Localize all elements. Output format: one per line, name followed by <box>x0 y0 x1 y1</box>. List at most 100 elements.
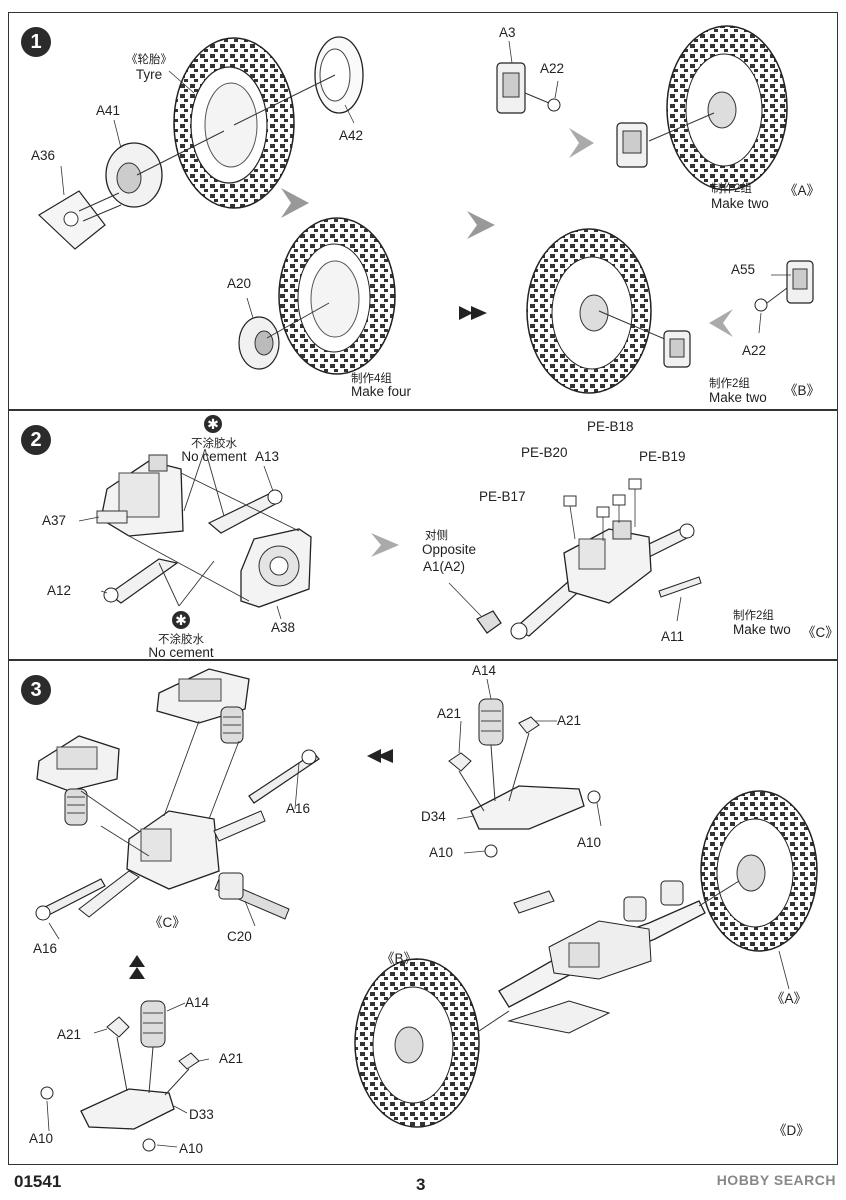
part-label-a21-bottom-right: A21 <box>219 1051 244 1066</box>
make-two-a-cn: 制作2组 <box>711 183 752 195</box>
part-label-a38: A38 <box>271 620 296 635</box>
part-label-a16-left: A16 <box>33 941 58 956</box>
hub-a41-drawing <box>105 130 225 208</box>
assembly-guides-2 <box>128 448 300 607</box>
axle-half-a37-drawing <box>96 454 184 537</box>
step-3-drawing <box>35 668 818 1152</box>
watermark-text: HOBBY SEARCH <box>716 1172 836 1188</box>
part-label-a14-top: A14 <box>472 663 497 678</box>
disc-a36-drawing <box>38 190 122 250</box>
bracket-b-drawing <box>663 330 691 368</box>
no-cement-en-bottom: No cement <box>148 645 214 660</box>
assembled-tyre-drawing <box>278 217 396 375</box>
part-label-a42: A42 <box>339 128 364 143</box>
spring-mount-left-drawing <box>36 735 120 826</box>
step-2-drawing <box>78 448 702 640</box>
spring-mount-right-drawing <box>156 668 250 744</box>
part-label-a55: A55 <box>731 262 756 277</box>
part-label-a22-top: A22 <box>540 61 565 76</box>
cement-prohibition-icon: ✱ <box>172 611 190 629</box>
no-cement-en-top: No cement <box>181 449 247 464</box>
direction-arrow-step2 <box>371 533 399 557</box>
step-1-drawing <box>38 25 814 394</box>
black-arrow-step3-up <box>129 955 145 979</box>
part-label-a22-bottom: A22 <box>742 343 767 358</box>
leader-lines-3 <box>46 678 790 1148</box>
tyre-drawing <box>173 37 295 209</box>
make-four-en: Make four <box>351 384 412 399</box>
direction-arrow-1 <box>281 188 309 218</box>
rim-a42-drawing <box>233 36 364 126</box>
make-four-cn: 制作4组 <box>351 373 392 385</box>
arm-a12-drawing <box>103 558 179 604</box>
cap-a20-drawing <box>238 302 330 370</box>
part-label-a20: A20 <box>227 276 252 291</box>
assembly-guides-3 <box>80 720 240 857</box>
final-assembly-d-drawing <box>354 790 818 1128</box>
tag-b-step3: 《B》 <box>381 951 418 966</box>
no-cement-cn-bottom: 不涂胶水 <box>158 634 204 646</box>
direction-arrow-4 <box>709 309 733 337</box>
step-1-badge: 1 <box>21 27 51 57</box>
bracket-a-drawing <box>616 122 648 168</box>
part-label-pe-b17: PE-B17 <box>479 489 526 504</box>
suspension-d34-drawing <box>448 698 601 858</box>
no-cement-cn-top: 不涂胶水 <box>191 438 237 450</box>
part-label-a13: A13 <box>255 449 280 464</box>
part-label-a14-bottom: A14 <box>185 995 210 1010</box>
tag-c-step3: 《C》 <box>149 915 186 930</box>
step-1-panel: 1 《轮胎》 Tyre A41 A36 A42 A20 A3 A22 A55 A… <box>8 12 838 410</box>
tyre-label-cn: 《轮胎》 <box>126 54 172 66</box>
black-arrow-step1 <box>459 306 487 320</box>
tyre-label-en: Tyre <box>135 67 163 82</box>
shaft-a16-right-drawing <box>248 749 320 804</box>
part-label-a21-bottom-left: A21 <box>57 1027 82 1042</box>
tyre-a-drawing <box>648 25 788 191</box>
cement-prohibition-icon: ✱ <box>204 415 222 433</box>
direction-arrow-2 <box>467 211 495 239</box>
tag-c-step2: 《C》 <box>802 625 839 640</box>
step-3-panel: 3 A16 A16 C20 《C》 A14 A21 A21 D34 A10 A1… <box>8 660 838 1165</box>
axle-half-a38-drawing <box>240 528 312 608</box>
suspension-d33-drawing <box>40 1000 200 1152</box>
step-3-badge: 3 <box>21 675 51 705</box>
opposite-en: Opposite <box>422 542 477 557</box>
page-number: 3 <box>416 1175 426 1194</box>
part-label-pe-b19: PE-B19 <box>639 449 686 464</box>
step-2-badge: 2 <box>21 425 51 455</box>
part-label-d34: D34 <box>421 809 446 824</box>
part-label-a16-right: A16 <box>286 801 311 816</box>
shaft-a16-left-drawing <box>35 878 106 921</box>
direction-arrow-3 <box>569 128 594 158</box>
tyre-b-drawing <box>526 228 675 394</box>
part-label-a10-bottom-right: A10 <box>179 1141 204 1156</box>
step-2-panel: 2 ✱ 不涂胶水 No cement ✱ 不涂胶水 No cement A13 … <box>8 410 839 660</box>
part-label-a41: A41 <box>96 103 121 118</box>
opposite-cn: 对侧 <box>425 530 448 542</box>
part-label-a36: A36 <box>31 148 56 163</box>
part-label-a11: A11 <box>661 629 685 644</box>
part-label-pe-b20: PE-B20 <box>521 445 568 460</box>
arm-a13-drawing <box>207 489 283 534</box>
leader-lines-2 <box>78 465 682 622</box>
make-two-b-en: Make two <box>709 390 767 405</box>
bracket-a3-drawing <box>496 62 561 114</box>
part-label-d33: D33 <box>189 1107 214 1122</box>
axle-c-drawing <box>78 810 290 920</box>
part-label-a10-top-left: A10 <box>429 845 454 860</box>
part-label-a37: A37 <box>42 513 67 528</box>
tag-a-step3: 《A》 <box>771 991 808 1006</box>
part-label-a10-top-right: A10 <box>577 835 602 850</box>
part-label-a21-top-right: A21 <box>557 713 582 728</box>
assembled-axle-c-drawing <box>476 478 702 640</box>
tag-b-step1: 《B》 <box>784 383 821 398</box>
black-arrow-step3-top <box>367 749 393 763</box>
make-two-b-cn: 制作2组 <box>709 378 750 390</box>
part-label-a12: A12 <box>47 583 72 598</box>
leader-lines-1 <box>60 40 791 334</box>
make-two-cn-step2: 制作2组 <box>733 610 774 622</box>
part-label-c20: C20 <box>227 929 252 944</box>
tag-a-step1: 《A》 <box>784 183 821 198</box>
tag-d-step3: 《D》 <box>773 1123 810 1138</box>
make-two-en-step2: Make two <box>733 622 791 637</box>
